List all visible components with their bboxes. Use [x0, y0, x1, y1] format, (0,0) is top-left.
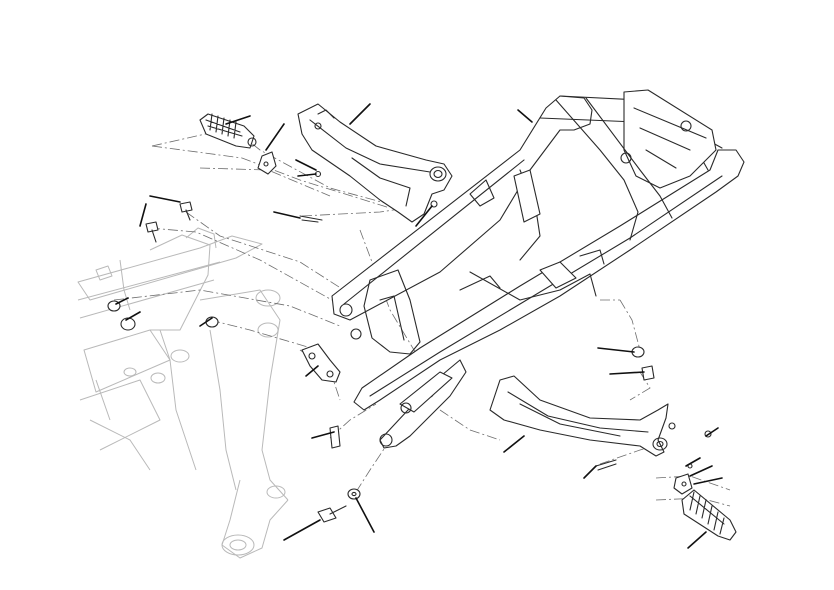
- main-frame-ghost: [77, 227, 289, 559]
- right-footpeg-bracket: [489, 375, 676, 457]
- rear-subframe: [331, 89, 745, 449]
- left-footpeg: [199, 113, 277, 175]
- left-footpeg-bracket: [297, 103, 453, 223]
- right-footpeg: [673, 473, 737, 541]
- hardware-parts: [107, 170, 712, 523]
- callout-leaders: [115, 103, 723, 549]
